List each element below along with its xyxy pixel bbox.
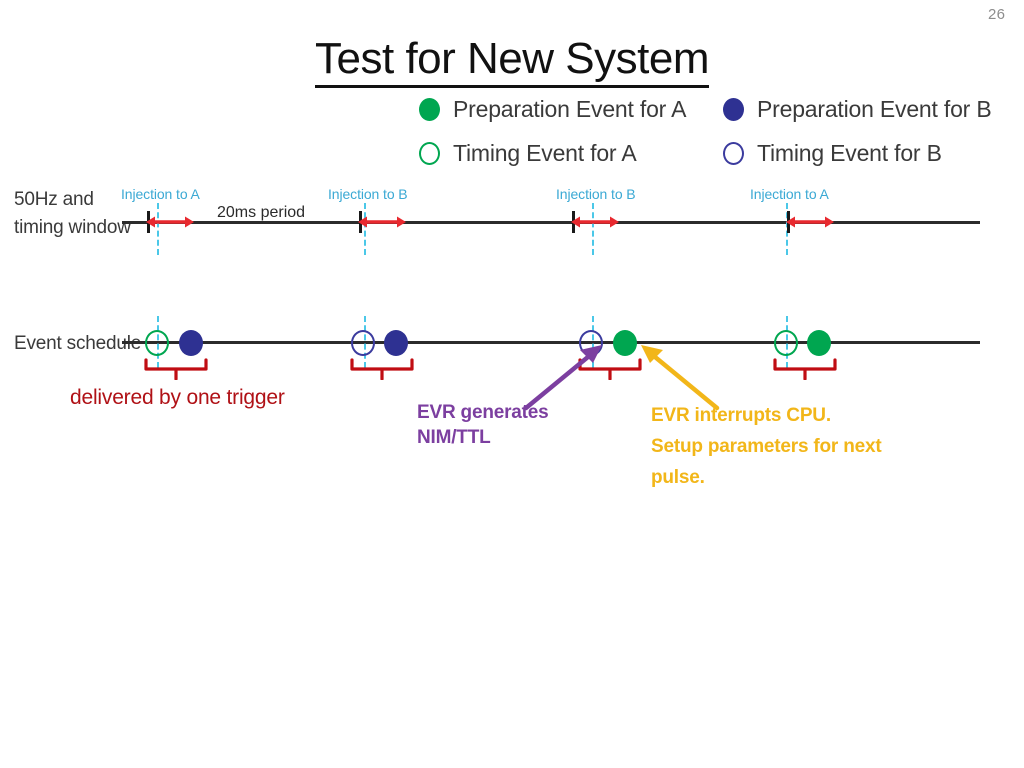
dropline-top-injection-1 [157, 203, 159, 255]
annotation-evr-interrupts-cpu: EVR interrupts CPU. Setup parameters for… [651, 400, 951, 493]
row-label-50hz-line1: 50Hz and [14, 189, 94, 210]
injection-caption-2: Injection to B [328, 186, 408, 202]
timing-window-arrow-3 [571, 213, 619, 231]
timeline-event-schedule-axis [122, 341, 980, 344]
legend-label-preparation-event-a: Preparation Event for A [453, 96, 687, 122]
event-marker-timing-4 [774, 330, 798, 356]
open-circle-green-icon [419, 142, 440, 165]
filled-circle-green-icon [419, 98, 440, 121]
callout-arrow-purple [520, 340, 610, 417]
page-title: Test for New System [0, 34, 1024, 88]
period-caption: 20ms period [217, 204, 306, 221]
event-marker-prep-4 [807, 330, 831, 356]
legend-label-timing-event-b: Timing Event for B [757, 140, 942, 166]
annotation-evr-cpu-line2: Setup parameters for next [651, 436, 882, 457]
annotation-evr-nim-line2: NIM/TTL [417, 427, 491, 448]
callout-arrow-gold [627, 340, 723, 417]
injection-caption-3: Injection to B [556, 186, 636, 202]
event-marker-timing-1 [145, 330, 169, 356]
event-marker-prep-2 [384, 330, 408, 356]
annotation-evr-cpu-line1: EVR interrupts CPU. [651, 405, 831, 426]
annotation-evr-nim-line1: EVR generates [417, 402, 549, 423]
trigger-bracket-2 [350, 358, 414, 380]
slide-number: 26 [988, 6, 1006, 23]
legend-item-timing-event-b: Timing Event for B [723, 140, 942, 167]
annotation-evr-cpu-line3: pulse. [651, 467, 705, 488]
page-title-text: Test for New System [315, 34, 709, 88]
injection-caption-1: Injection to A [121, 186, 200, 202]
trigger-bracket-4 [773, 358, 837, 380]
timing-window-arrow-4 [786, 213, 834, 231]
dropline-top-injection-2 [364, 203, 366, 255]
open-circle-blue-icon [723, 142, 744, 165]
timeline-50hz-axis [122, 221, 980, 224]
annotation-evr-generates-nim-ttl: EVR generates NIM/TTL [417, 400, 549, 450]
trigger-bracket-1 [144, 358, 208, 380]
legend-item-timing-event-a: Timing Event for A [419, 140, 637, 167]
legend-item-preparation-event-a: Preparation Event for A [419, 96, 686, 123]
row-label-event-schedule: Event schedule [14, 333, 142, 354]
legend-item-preparation-event-b: Preparation Event for B [723, 96, 992, 123]
event-marker-timing-2 [351, 330, 375, 356]
event-marker-prep-1 [179, 330, 203, 356]
timing-window-arrow-1 [146, 213, 194, 231]
annotation-delivered-by-one-trigger: delivered by one trigger [70, 386, 285, 409]
event-marker-prep-3 [613, 330, 637, 356]
dropline-top-injection-3 [592, 203, 594, 255]
legend-label-timing-event-a: Timing Event for A [453, 140, 637, 166]
timing-window-arrow-2 [358, 213, 406, 231]
injection-caption-4: Injection to A [750, 186, 829, 202]
filled-circle-blue-icon [723, 98, 744, 121]
row-label-50hz-line2: timing window [14, 217, 131, 238]
legend-label-preparation-event-b: Preparation Event for B [757, 96, 992, 122]
row-label-50hz-timing-window: 50Hz and timing window [14, 186, 144, 242]
